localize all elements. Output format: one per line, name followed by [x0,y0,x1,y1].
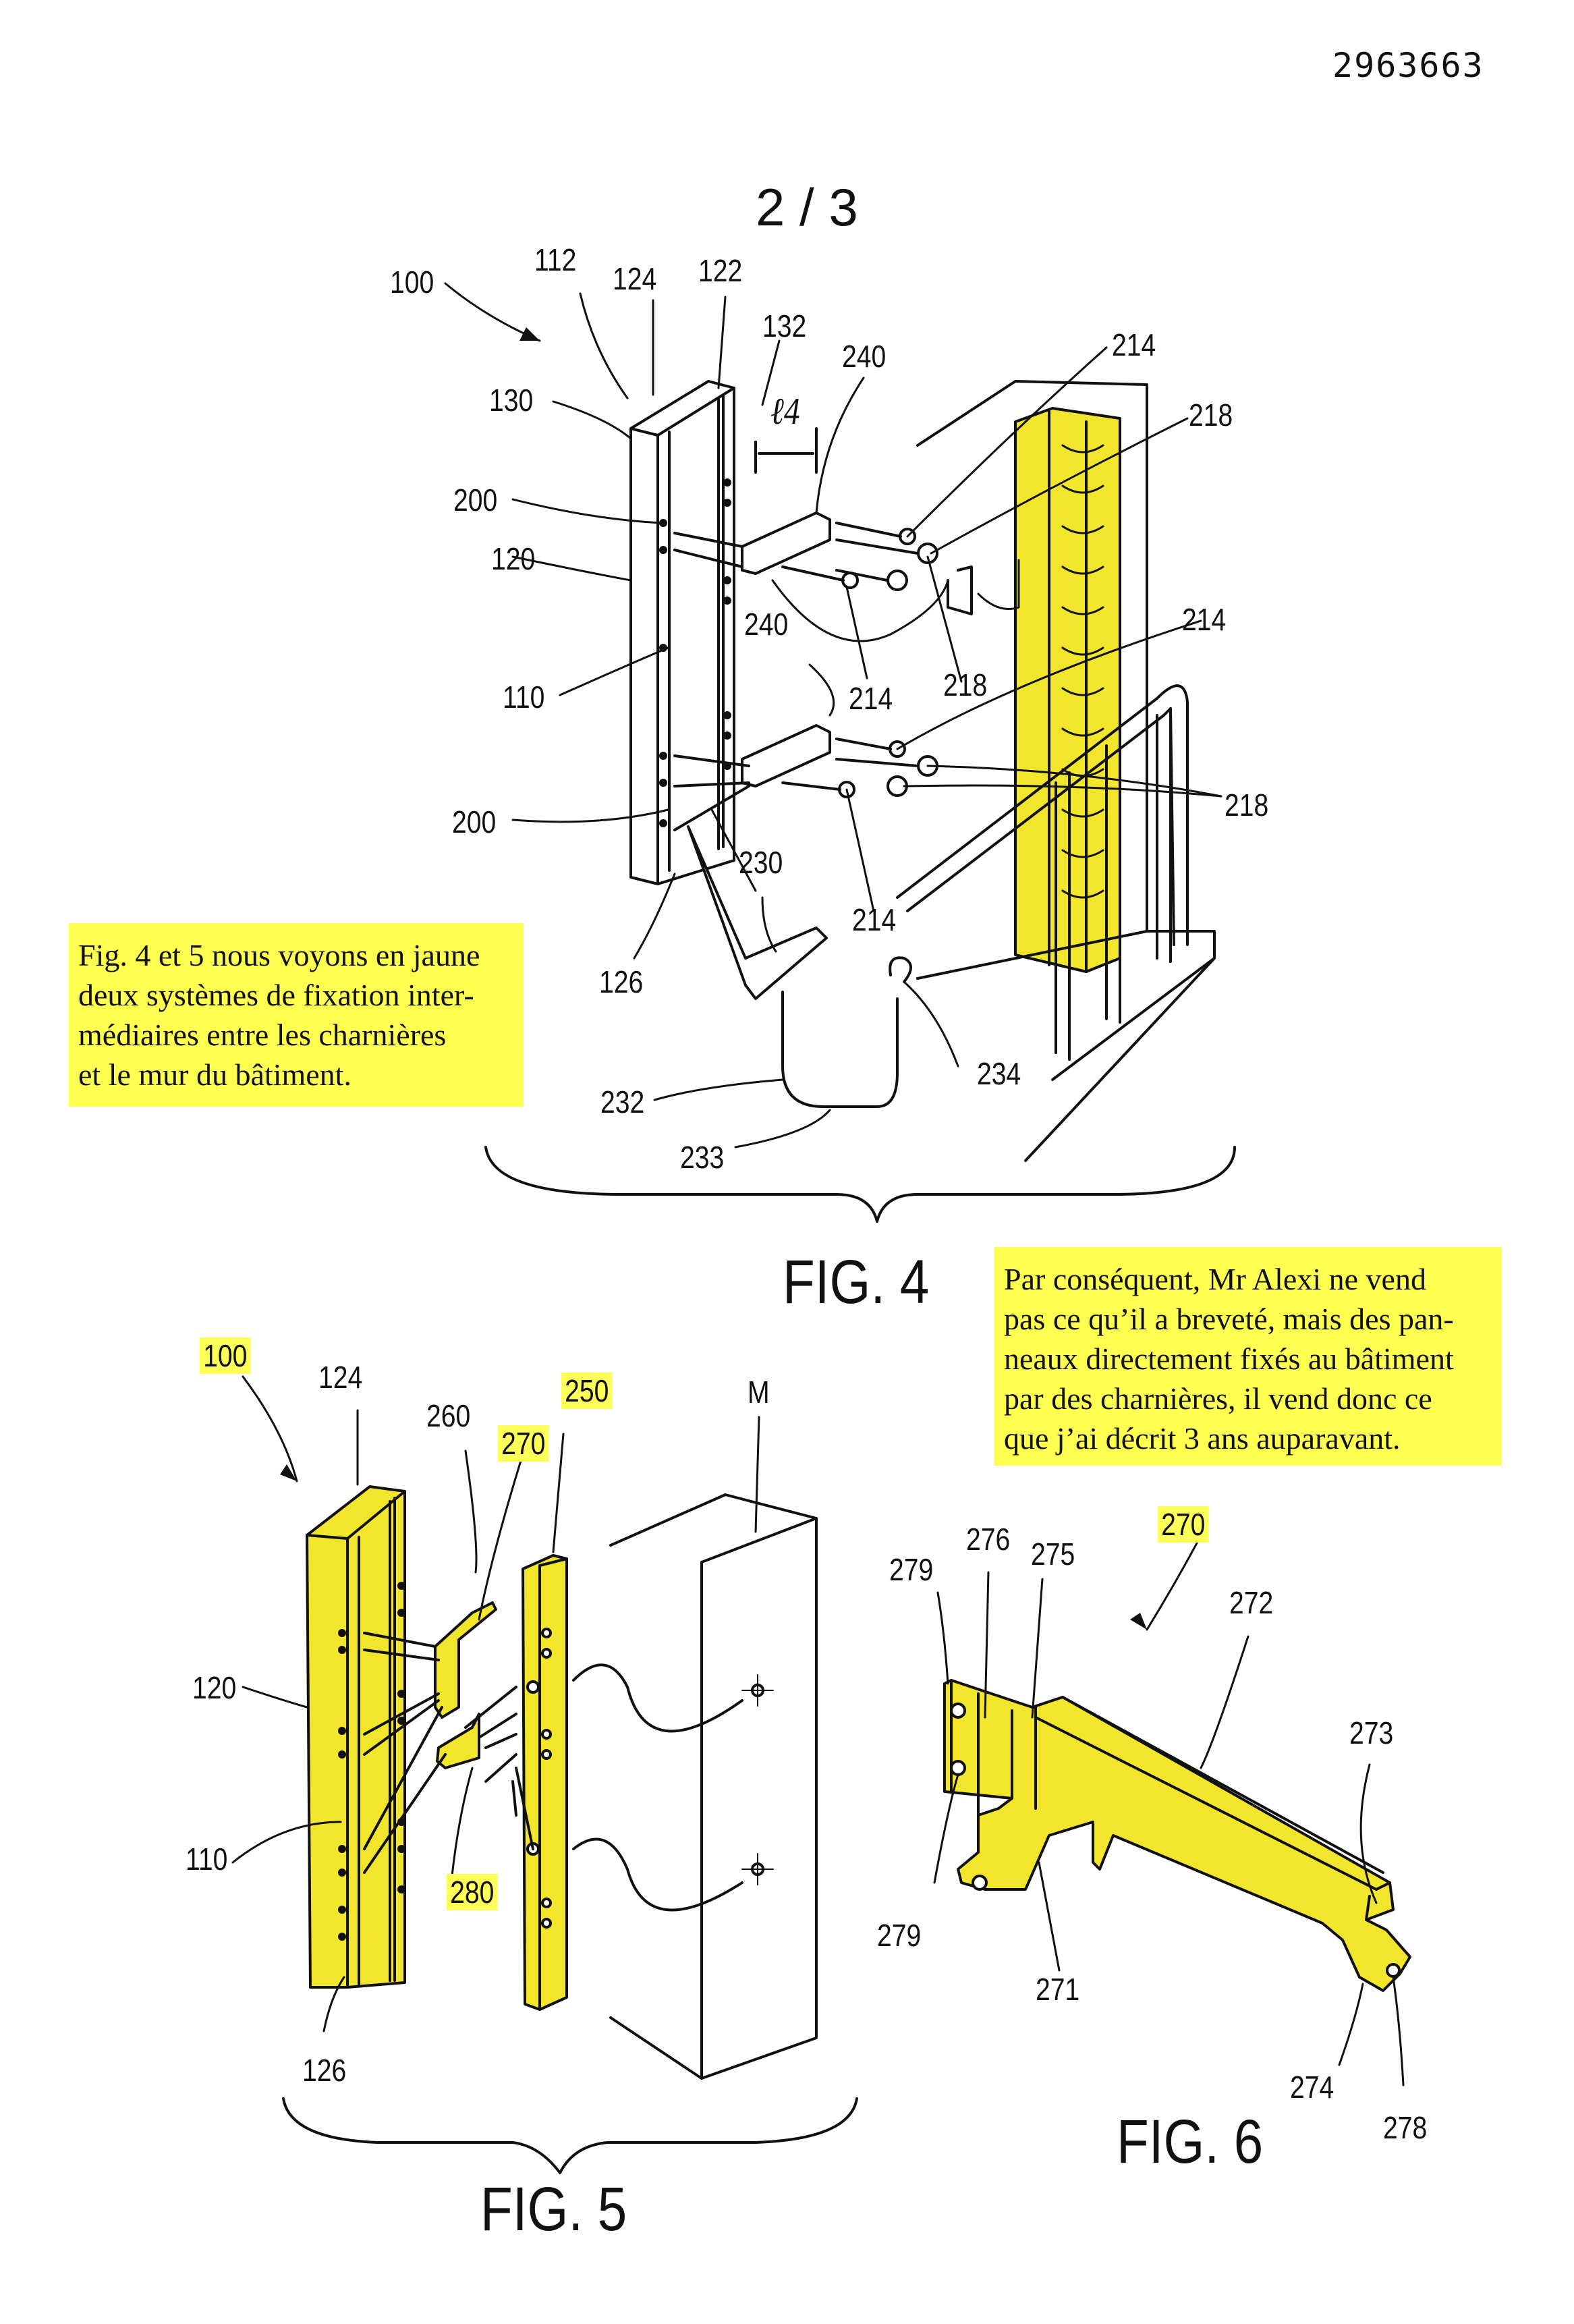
fig6-ref-270: 270 [1158,1506,1209,1543]
note2-line-1: Par conséquent, Mr Alexi ne vend [1004,1262,1426,1296]
note1-line-2: deux systèmes de fixation inter- [78,978,474,1012]
fig5-bracket-270 [434,1601,497,1719]
fig6-ref-276: 276 [966,1522,1011,1557]
note2-line-3: neaux directement fixés au bâtiment [1004,1341,1454,1376]
note1-line-1: Fig. 4 et 5 nous voyons en jaune [78,938,480,972]
fig5-rail-250 [522,1554,568,2011]
fig6-title: FIG. 6 [1117,2107,1264,2176]
fig6-ref-274: 274 [1290,2070,1334,2105]
annotation-note-1: Fig. 4 et 5 nous voyons en jaune deux sy… [69,923,524,1107]
fig5-ref-M: M [748,1375,770,1410]
fig4-ref-233: 233 [680,1140,725,1175]
fig4-ref-230: 230 [739,845,783,880]
fig5-ref-260: 260 [426,1398,471,1433]
fig4-ref-100: 100 [390,265,434,300]
fig5-ref-270: 270 [498,1425,549,1462]
fig4-ref-200-upper: 200 [453,482,498,518]
fig4-ref-214-bottom: 214 [852,902,897,937]
fig4-ref-232: 232 [600,1084,645,1119]
fig5-bracket-280 [436,1713,480,1769]
fig4-ref-218-top: 218 [1189,397,1233,433]
fig6-ref-271: 271 [1036,1972,1080,2007]
fig5-panel [306,1485,406,1989]
fig5-ref-250: 250 [561,1373,613,1409]
fig4-ref-240-lower: 240 [744,607,789,642]
annotation-note-2: Par conséquent, Mr Alexi ne vend pas ce … [994,1247,1502,1466]
fig4-bracket-upper [741,511,831,575]
fig4-bracket-lower [741,724,831,787]
fig6-ref-279-bottom: 279 [877,1918,922,1953]
fig5-ref-110: 110 [186,1842,228,1877]
fig4-ref-124: 124 [613,261,657,296]
fig6-ref-279-top: 279 [889,1552,934,1587]
fig5-drawing [231,1375,858,2174]
fig6-ref-278: 278 [1383,2110,1428,2145]
fig4-ref-214-top: 214 [1112,327,1156,362]
fig4-wall-rail [1014,407,1121,973]
fig5-ref-124: 124 [318,1360,363,1395]
note1-line-4: et le mur du bâtiment. [78,1057,352,1092]
fig6-bracket [943,1679,1411,1992]
fig6-ref-272: 272 [1229,1585,1274,1620]
note2-line-4: par des charnières, il vend donc ce [1004,1381,1432,1416]
fig6-ref-273: 273 [1349,1715,1394,1750]
fig4-ref-130: 130 [489,383,534,418]
fig4-ref-200-lower: 200 [452,804,497,839]
fig4-ref-218-mid: 218 [943,667,988,702]
fig6-ref-275: 275 [1031,1537,1075,1572]
fig5-ref-280: 280 [447,1874,498,1910]
fig4-ref-132: 132 [762,308,807,343]
note1-line-3: médiaires entre les charnières [78,1018,447,1052]
fig4-ref-126: 126 [599,964,644,999]
fig4-ref-214-mid: 214 [849,681,893,716]
fig5-title: FIG. 5 [480,2175,627,2244]
fig4-drawing [444,282,1236,1223]
note2-line-5: que j’ai décrit 3 ans auparavant. [1004,1421,1401,1456]
fig4-ref-112: 112 [534,242,577,277]
fig4-cable [687,825,828,1000]
document-number: 2963663 [1332,46,1484,85]
fig5-ref-120: 120 [192,1670,237,1705]
sheet-number: 2 / 3 [756,177,858,237]
fig5-ref-126: 126 [302,2053,347,2088]
fig4-ref-110: 110 [503,680,545,715]
fig4-ref-l4: ℓ4 [770,391,800,433]
fig4-ref-214-right: 214 [1182,602,1227,637]
fig6-drawing [933,1541,1411,2086]
fig4-ref-234: 234 [977,1056,1021,1091]
note2-line-2: pas ce qu’il a breveté, mais des pan- [1004,1302,1454,1336]
fig5-ref-100: 100 [200,1337,251,1374]
fig4-ref-120: 120 [491,541,536,576]
fig4-ref-122: 122 [698,253,743,288]
fig4-title: FIG. 4 [783,1248,930,1317]
fig4-ref-240-upper: 240 [842,339,887,374]
fig4-ref-218-right: 218 [1225,787,1269,823]
